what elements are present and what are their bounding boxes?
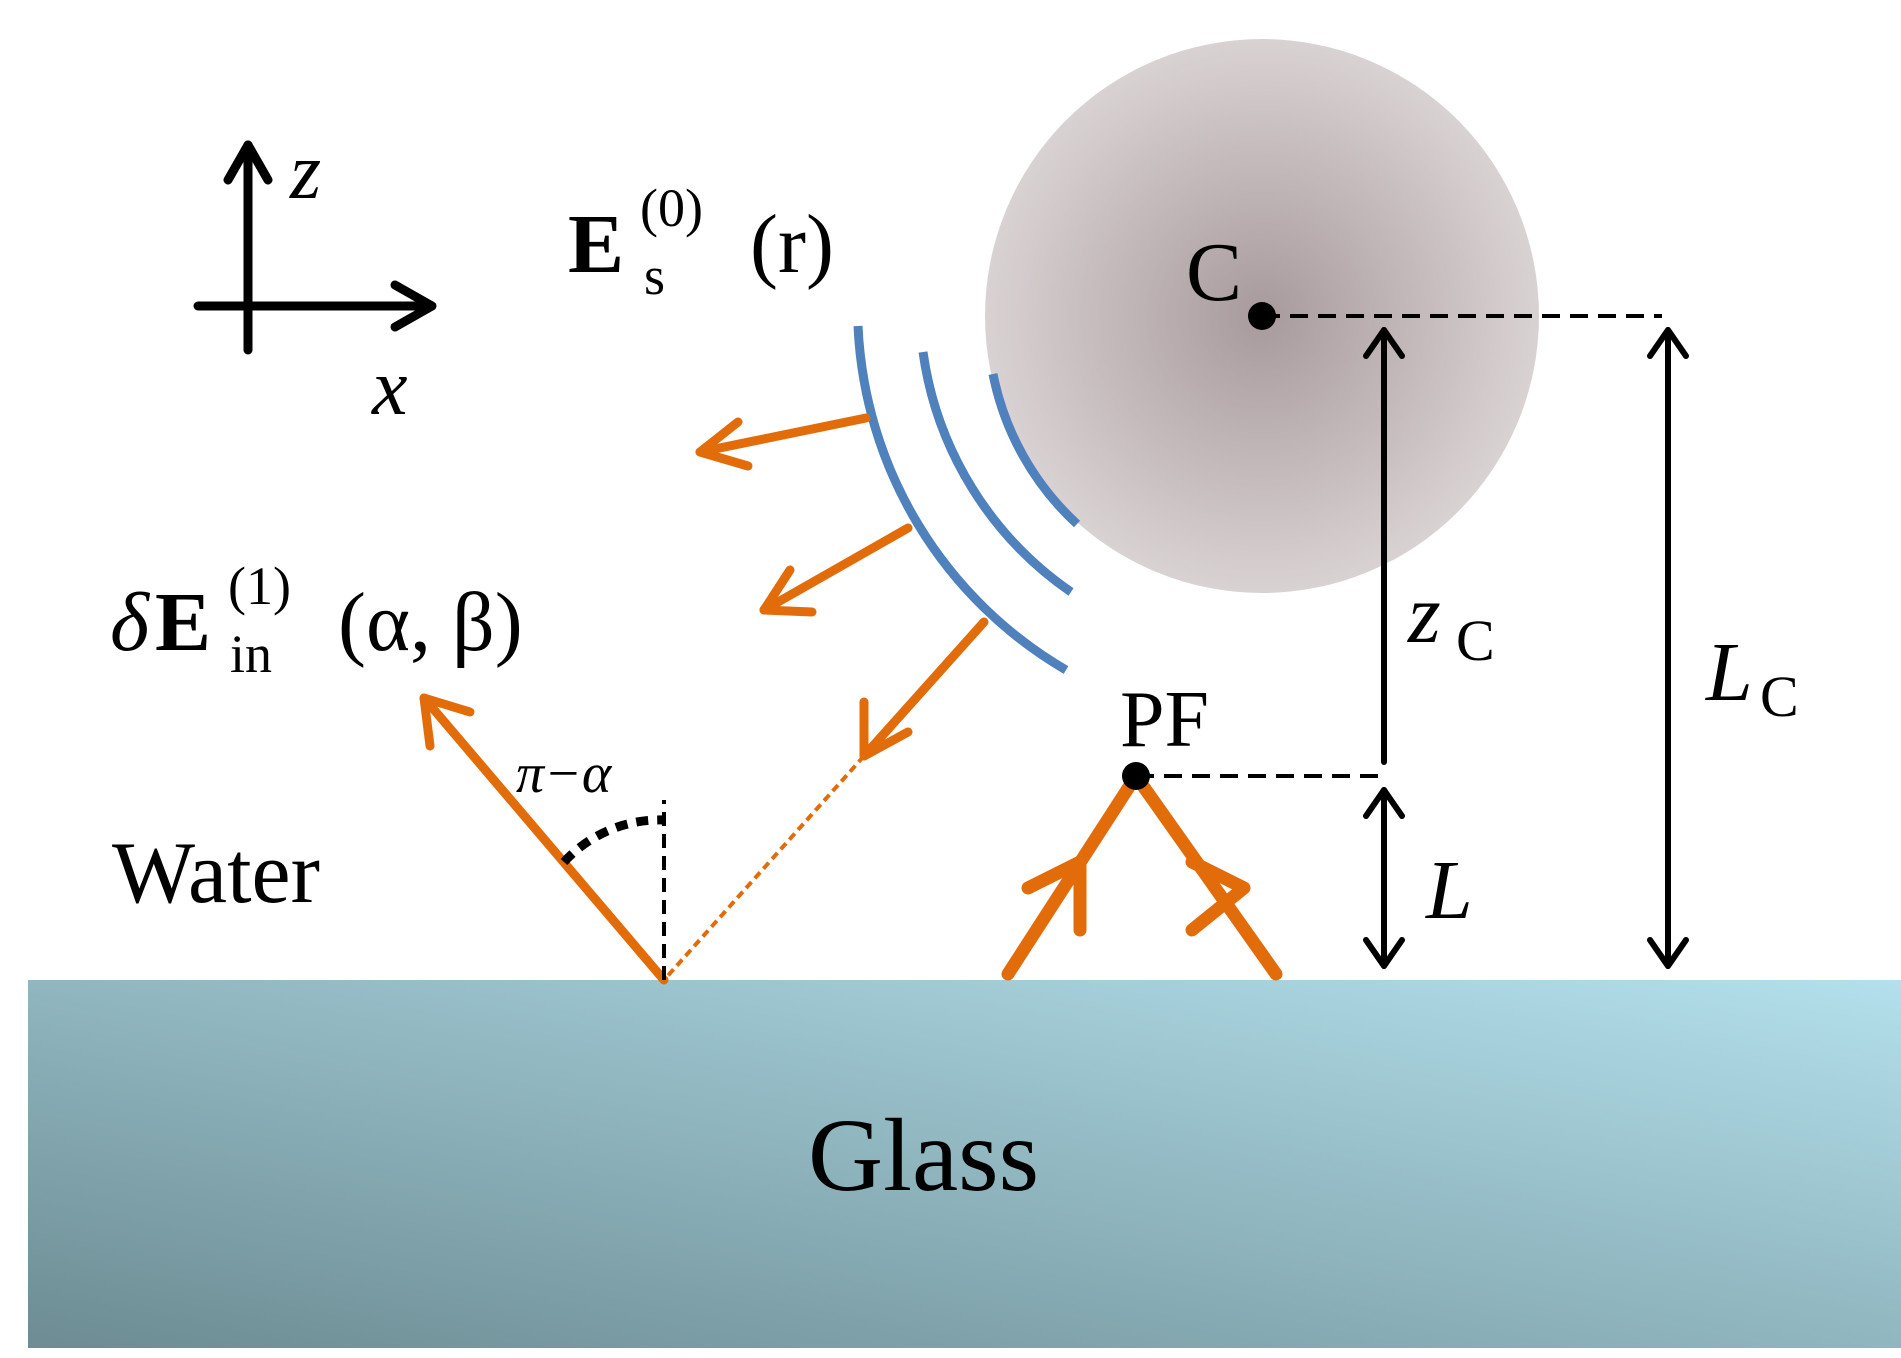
focusing-rays bbox=[1001, 769, 1283, 981]
glass-label: Glass bbox=[808, 1098, 1039, 1213]
zc-label-main: z bbox=[1407, 568, 1441, 661]
scattered-wavefronts bbox=[853, 325, 1081, 674]
scattered-ray-top bbox=[695, 413, 871, 457]
dimension-arrows bbox=[1363, 327, 1689, 969]
glass-substrate bbox=[28, 980, 1901, 1348]
x-axis-arrowhead-icon bbox=[390, 280, 437, 332]
zc-arrowhead-top-icon bbox=[1363, 327, 1405, 359]
scattered-field-label: E (0) s (r) bbox=[568, 178, 834, 306]
water-label: Water bbox=[112, 825, 320, 922]
lc-arrowhead-top-icon bbox=[1647, 327, 1689, 359]
wavefront-arc-outer bbox=[853, 325, 1069, 674]
scattered-field-sub: s bbox=[644, 246, 665, 306]
wavefront-arc-middle bbox=[918, 351, 1074, 596]
scattered-field-sup: (0) bbox=[640, 178, 703, 238]
angle-arc bbox=[560, 815, 665, 866]
incident-field-arg: (α, β) bbox=[338, 576, 523, 669]
l-arrowhead-top-icon bbox=[1363, 787, 1405, 819]
scattered-ray-extension bbox=[662, 754, 866, 982]
scattered-ray-middle-arrowhead-icon bbox=[759, 565, 817, 617]
x-axis-label: x bbox=[371, 344, 408, 432]
incident-ray-arrowhead-icon bbox=[419, 693, 475, 751]
scattered-ray-top-arrowhead-icon bbox=[695, 417, 753, 471]
center-label: C bbox=[1186, 226, 1242, 319]
z-axis-arrowhead-icon bbox=[223, 140, 273, 185]
scattered-ray-middle bbox=[759, 523, 913, 615]
incident-field-label: δ E (1) in (α, β) bbox=[110, 556, 523, 684]
l-arrowhead-bottom-icon bbox=[1363, 937, 1405, 969]
scattered-ray-lower bbox=[859, 617, 989, 761]
incident-field-sub: in bbox=[230, 624, 272, 684]
lc-label-sub: C bbox=[1760, 664, 1799, 729]
incident-field-sup: (1) bbox=[228, 556, 291, 616]
scattered-field-main: E bbox=[568, 198, 624, 291]
reference-lines bbox=[1136, 314, 1662, 778]
wavefront-arc-inner bbox=[988, 373, 1081, 528]
lc-arrowhead-bottom-icon bbox=[1647, 937, 1689, 969]
coordinate-axes bbox=[193, 140, 437, 355]
incident-field-main: E bbox=[155, 576, 211, 669]
angle-label: π−α bbox=[516, 743, 613, 805]
lc-label-main: L bbox=[1705, 626, 1753, 719]
focusing-ray-left-chevron-icon bbox=[1021, 855, 1087, 937]
l-label: L bbox=[1425, 844, 1473, 937]
scattered-rays bbox=[695, 413, 989, 761]
lc-label: L C bbox=[1705, 626, 1799, 729]
focusing-ray-right-chevron-icon bbox=[1185, 855, 1251, 937]
zc-label: z C bbox=[1407, 568, 1495, 673]
incident-ray bbox=[419, 693, 669, 985]
incident-field-prefix: δ bbox=[110, 576, 151, 669]
scattered-field-arg: (r) bbox=[750, 198, 834, 291]
zc-label-sub: C bbox=[1456, 608, 1495, 673]
focus-label: PF bbox=[1120, 676, 1209, 764]
incident-ray-line bbox=[419, 693, 669, 985]
z-axis-label: z bbox=[289, 128, 321, 216]
